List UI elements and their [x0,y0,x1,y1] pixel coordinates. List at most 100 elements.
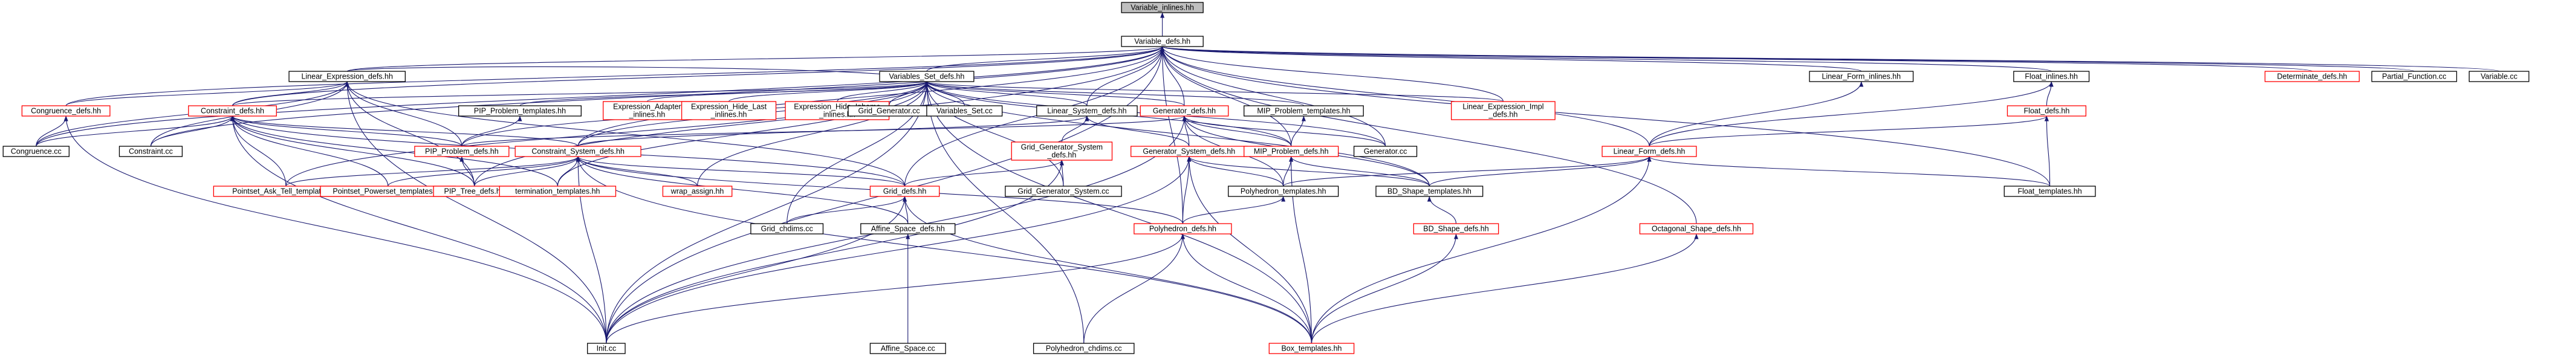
node-box [926,105,1003,117]
node-label: Float_defs.hh [2024,107,2070,115]
graph-node-bdst[interactable]: BD_Shape_templates.hh [1375,186,1484,197]
edge-pps-to-csysdefs [388,156,580,187]
graph-node-termt[interactable]: termination_templates.hh [499,186,617,197]
edge-ggscc-to-vset [924,81,1064,187]
edge-cdefs-to-vdefs [232,46,1164,106]
graph-node-ggscc[interactable]: Grid_Generator_System.cc [1005,186,1122,197]
graph-node-leimpl[interactable]: Linear_Expression_Impl_defs.hh [1451,101,1556,120]
edge-varcc-to-vdefs [1161,46,2500,72]
node-label: Linear_System_defs.hh [1047,107,1126,115]
graph-node-pps[interactable]: Pointset_Powerset_templates.hh [320,186,456,197]
graph-node-floatt[interactable]: Float_templates.hh [2003,186,2096,197]
graph-node-cdefs[interactable]: Constraint_defs.hh [188,105,277,117]
edge-detdefs-to-vdefs [1160,46,2313,72]
graph-node-mipdefs[interactable]: MIP_Problem_defs.hh [1244,146,1339,157]
node-box [879,71,975,82]
node-box [1353,146,1418,157]
edge-pfunc-to-vdefs [1161,46,2415,72]
edge-gsysdefs-to-lsysdefs [1085,115,1190,147]
edge-congcc-to-cdefs [36,115,235,147]
graph-node-gridch[interactable]: Grid_chdims.cc [750,223,824,235]
graph-node-congcc[interactable]: Congruence.cc [2,146,70,157]
edge-piptree-to-pipdefs [459,156,475,187]
graph-node-root[interactable]: Variable_inlines.hh [1121,2,1204,13]
node-box [1011,141,1113,161]
node-box [2013,71,2090,82]
edge-octdefs-to-vdefs [1160,46,1697,224]
edge-gridch-to-griddefs [787,196,907,224]
graph-node-polych[interactable]: Polyhedron_chdims.cc [1033,343,1135,354]
graph-node-fdefs[interactable]: Float_defs.hh [2007,105,2087,117]
graph-node-lfdefs[interactable]: Linear_Form_defs.hh [1601,146,1697,157]
edge-polych-to-polydefs [1083,233,1185,344]
graph-node-csysdefs[interactable]: Constraint_System_defs.hh [514,146,641,157]
graph-node-gsysdefs[interactable]: Generator_System_defs.hh [1131,146,1248,157]
graph-node-ggsdefs[interactable]: Grid_Generator_System_defs.hh [1011,141,1113,161]
edge-boxt-to-polydefs [1180,233,1312,344]
graph-node-asdefs[interactable]: Affine_Space_defs.hh [860,223,956,235]
graph-node-congdefs[interactable]: Congruence_defs.hh [21,105,111,117]
node-label: Pointset_Ask_Tell_templates.hh [232,187,339,196]
node-label: Congruence.cc [11,147,62,156]
graph-node-mipt[interactable]: MIP_Problem_templates.hh [1244,105,1364,117]
graph-node-lfi[interactable]: Linear_Form_inlines.hh [1809,71,1914,82]
graph-node-detdefs[interactable]: Determinate_defs.hh [2264,71,2360,82]
graph-node-pfunc[interactable]: Partial_Function.cc [2371,71,2458,82]
edge-initcc-to-linexp [345,81,607,344]
edge-boxt-to-gsysdefs [1187,156,1312,344]
node-label: Variables_Set_defs.hh [889,73,964,81]
node-box [2,146,70,157]
graph-node-gdefs[interactable]: Generator_defs.hh [1140,105,1229,117]
edge-lsysdefs-to-vset [924,81,1088,106]
graph-node-ascc[interactable]: Affine_Space.cc [869,343,946,354]
graph-node-vset[interactable]: Variables_Set_defs.hh [879,71,975,82]
graph-node-finl[interactable]: Float_inlines.hh [2013,71,2090,82]
graph-node-vsetcc[interactable]: Variables_Set.cc [926,105,1003,117]
edge-polyt-to-lfdefs [1283,156,1652,187]
node-box [1244,146,1339,157]
graph-node-boxt[interactable]: Box_templates.hh [1268,343,1355,354]
graph-node-vdefs[interactable]: Variable_defs.hh [1121,36,1204,47]
edge-polyt-to-mipdefs [1283,156,1294,187]
node-label: Linear_Expression_Impl [1462,103,1543,111]
graph-node-varcc[interactable]: Variable.cc [2468,71,2529,82]
graph-node-polyt[interactable]: Polyhedron_templates.hh [1228,186,1339,197]
graph-node-wrap[interactable]: wrap_assign.hh [662,186,733,197]
graph-node-exphl[interactable]: Expression_Hide_Last_inlines.hh [681,101,777,120]
graph-node-lsysdefs[interactable]: Linear_System_defs.hh [1036,105,1138,117]
graph-node-constrcc[interactable]: Constraint.cc [118,146,183,157]
edge-gdefs-to-vset [924,81,1185,106]
graph-node-linexp[interactable]: Linear_Expression_defs.hh [288,71,406,82]
node-box [458,105,582,117]
graph-node-griddefs[interactable]: Grid_defs.hh [869,186,940,197]
edge-boxt-to-octdefs [1311,233,1699,344]
edge-termt-to-cdefs [230,115,558,187]
edge-boxt-to-csysdefs [576,156,1312,344]
edge-floatt-to-vdefs [1160,46,2051,187]
graph-node-pipdefs[interactable]: PIP_Problem_defs.hh [414,146,510,157]
edge-linexp-to-vset [346,66,929,82]
graph-node-gencc[interactable]: Grid_Generator.cc [848,105,930,117]
node-label: wrap_assign.hh [670,187,724,196]
node-label: PIP_Tree_defs.hh [444,187,504,196]
graph-node-octdefs[interactable]: Octagonal_Shape_defs.hh [1639,223,1754,235]
edge-initcc-to-gsysdefs [606,156,1192,344]
graph-node-initcc[interactable]: Init.cc [587,343,626,354]
edge-csysdefs-to-vdefs [577,46,1165,147]
node-label: Constraint_defs.hh [201,107,264,115]
node-label: MIP_Problem_defs.hh [1254,147,1329,156]
node-box [188,105,277,117]
node-label: Octagonal_Shape_defs.hh [1652,225,1741,233]
edge-polych-to-vset [924,81,1085,344]
graph-node-polydefs[interactable]: Polyhedron_defs.hh [1134,223,1232,235]
edge-griddefs-to-csysdefs [576,156,906,187]
graph-node-bdsdefs[interactable]: BD_Shape_defs.hh [1413,223,1499,235]
graph-node-generatorcc[interactable]: Generator.cc [1353,146,1418,157]
edge-boxt-to-bdsdefs [1311,233,1458,344]
node-label: Expression_Adapter [613,103,681,111]
graph-node-pipprobt[interactable]: PIP_Problem_templates.hh [458,105,582,117]
node-label: Constraint.cc [129,147,173,156]
node-label: BD_Shape_templates.hh [1387,187,1471,196]
edge-leimpl-to-vset [924,81,1504,102]
graph-node-expadapt[interactable]: Expression_Adapter_inlines.hh [603,101,692,120]
